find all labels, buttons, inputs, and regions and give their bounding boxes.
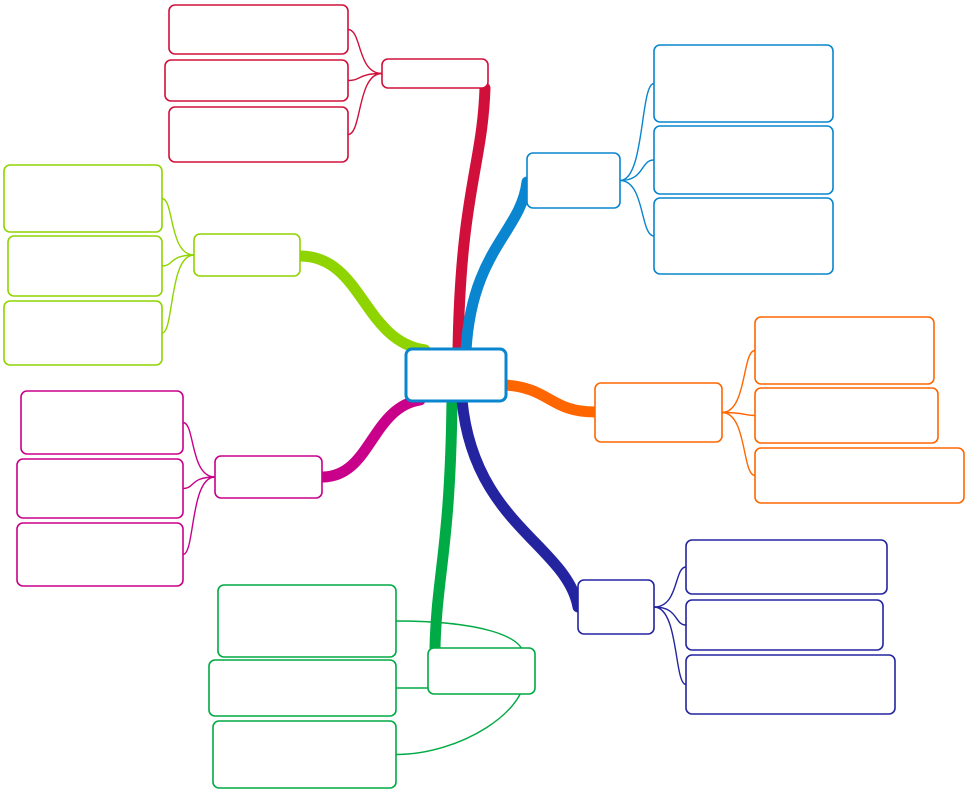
sub-connector-magenta bbox=[182, 476, 216, 490]
sub-connector-blue bbox=[619, 82, 655, 182]
main-branch-connector-tip-magenta bbox=[321, 397, 421, 480]
main-branch-connector-tip-red bbox=[455, 87, 488, 351]
central-topic-node[interactable] bbox=[404, 347, 508, 403]
sub-connector-blue bbox=[619, 179, 655, 237]
sub-connector-red bbox=[347, 28, 383, 75]
sub-connector-magenta bbox=[182, 476, 216, 556]
subtopic-node-blue[interactable] bbox=[653, 125, 834, 195]
sub-connector-red bbox=[347, 72, 383, 82]
subtopic-node-orange[interactable] bbox=[754, 387, 939, 444]
subtopic-node-magenta[interactable] bbox=[16, 522, 184, 587]
subtopic-node-red[interactable] bbox=[168, 106, 349, 163]
main-branch-connector-tip-blue bbox=[463, 181, 530, 351]
subtopic-node-blue[interactable] bbox=[653, 197, 834, 275]
main-branch-connector-tip-lime bbox=[299, 253, 426, 353]
sub-connector-blue bbox=[619, 159, 655, 182]
sub-connector-navy bbox=[653, 606, 687, 686]
sub-connector-orange bbox=[721, 411, 756, 477]
subtopic-node-orange[interactable] bbox=[754, 447, 965, 504]
main-topic-node-blue[interactable] bbox=[526, 152, 621, 209]
sub-connector-magenta bbox=[182, 421, 216, 478]
subtopic-node-blue[interactable] bbox=[653, 44, 834, 123]
subtopic-node-lime[interactable] bbox=[7, 235, 163, 297]
sub-connector-lime bbox=[161, 197, 195, 256]
main-topic-node-magenta[interactable] bbox=[214, 455, 323, 499]
sub-connector-red bbox=[347, 72, 383, 136]
sub-connector-lime bbox=[161, 254, 195, 267]
main-branch-connector-tip-orange bbox=[504, 382, 596, 415]
main-topic-node-red[interactable] bbox=[381, 58, 489, 89]
subtopic-node-lime[interactable] bbox=[3, 300, 163, 366]
subtopic-node-magenta[interactable] bbox=[20, 390, 184, 455]
main-branch-connector-tip-navy bbox=[459, 399, 581, 608]
subtopic-node-red[interactable] bbox=[164, 59, 349, 102]
subtopic-node-green[interactable] bbox=[208, 659, 397, 717]
sub-connector-orange bbox=[721, 411, 756, 417]
subtopic-node-navy[interactable] bbox=[685, 539, 888, 595]
main-topic-node-lime[interactable] bbox=[193, 233, 301, 277]
main-topic-node-navy[interactable] bbox=[577, 579, 655, 635]
subtopic-node-green[interactable] bbox=[212, 720, 397, 789]
node-layer bbox=[3, 4, 965, 789]
subtopic-node-green[interactable] bbox=[217, 584, 397, 658]
subtopic-node-navy[interactable] bbox=[685, 599, 884, 651]
subtopic-node-orange[interactable] bbox=[754, 316, 935, 385]
subtopic-node-magenta[interactable] bbox=[16, 458, 184, 519]
sub-connector-orange bbox=[721, 349, 756, 414]
sub-connector-navy bbox=[653, 606, 687, 626]
subtopic-node-lime[interactable] bbox=[3, 164, 163, 233]
main-branch-connector-navy bbox=[456, 394, 584, 613]
sub-connector-navy bbox=[653, 566, 687, 608]
subtopic-node-red[interactable] bbox=[168, 4, 349, 55]
main-topic-node-green[interactable] bbox=[427, 647, 536, 695]
sub-connector-lime bbox=[161, 254, 195, 334]
connector-layer bbox=[161, 28, 756, 756]
subtopic-node-navy[interactable] bbox=[685, 654, 896, 715]
main-topic-node-orange[interactable] bbox=[594, 382, 723, 443]
